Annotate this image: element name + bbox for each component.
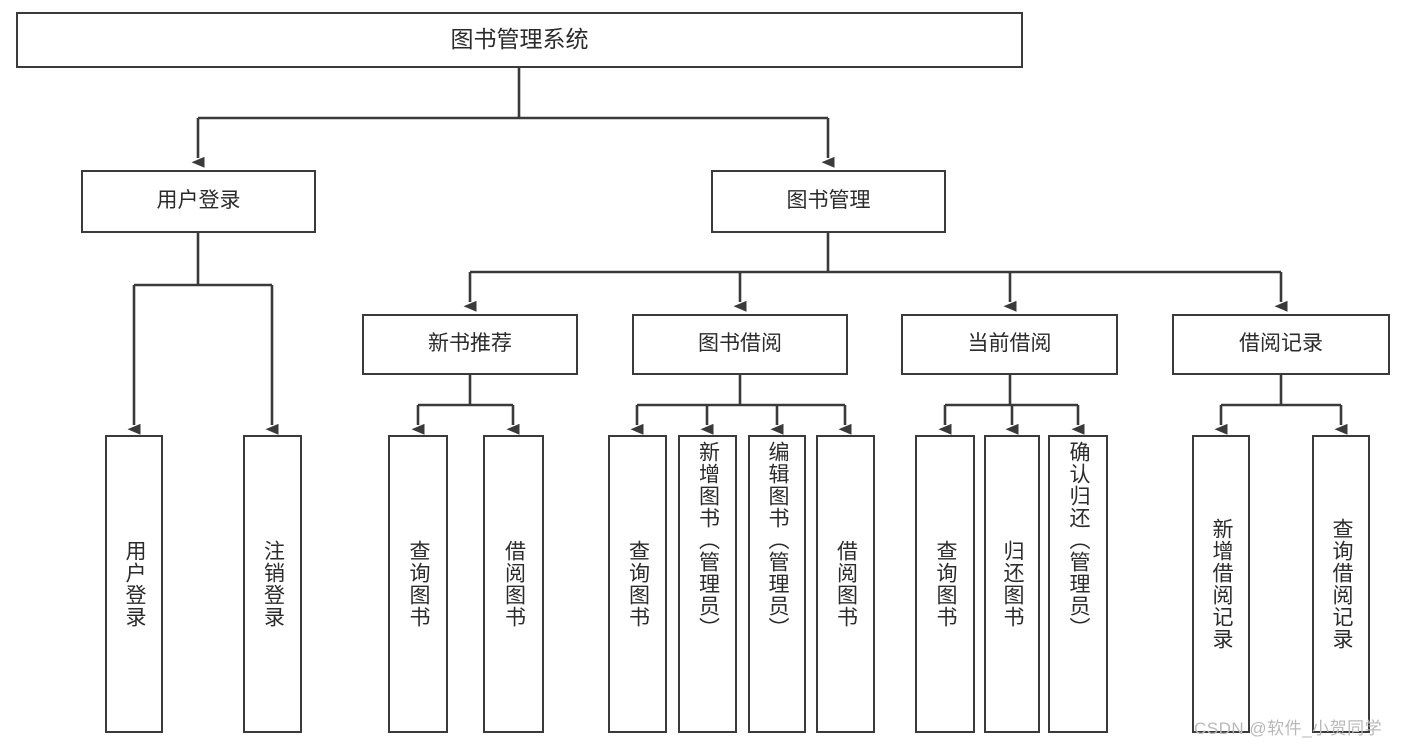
node-current-borrowing[interactable]: 当前借阅 bbox=[901, 314, 1118, 375]
node-label: 查询图书 bbox=[407, 540, 431, 628]
node-user-login[interactable]: 用户登录 bbox=[81, 170, 316, 233]
node-new-book-recommendation[interactable]: 新书推荐 bbox=[362, 314, 578, 375]
csdn-watermark: CSDN @软件_小贺同学 bbox=[1194, 719, 1383, 738]
node-label: 当前借阅 bbox=[967, 332, 1052, 356]
leaf-return-book[interactable]: 归还图书 bbox=[984, 435, 1040, 733]
node-label: 图书借阅 bbox=[698, 332, 782, 356]
leaf-add-book-admin[interactable]: 新增图书（管理员） bbox=[678, 435, 737, 733]
node-label: 新增图书（管理员） bbox=[696, 441, 720, 639]
node-label: 用户登录 bbox=[123, 540, 147, 628]
node-borrowing-records[interactable]: 借阅记录 bbox=[1172, 314, 1390, 375]
leaf-logout[interactable]: 注销登录 bbox=[243, 435, 302, 733]
node-label: 借阅图书 bbox=[834, 540, 858, 628]
leaf-borrow-book[interactable]: 借阅图书 bbox=[816, 435, 875, 733]
node-label: 新书推荐 bbox=[428, 332, 512, 356]
node-label: 用户登录 bbox=[156, 189, 241, 213]
leaf-confirm-return-admin[interactable]: 确认归还（管理员） bbox=[1048, 435, 1108, 733]
leaf-query-borrow-record[interactable]: 查询借阅记录 bbox=[1312, 435, 1370, 733]
node-label: 查询借阅记录 bbox=[1330, 518, 1354, 650]
node-label: 图书管理系统 bbox=[450, 26, 589, 53]
node-label: 查询图书 bbox=[934, 540, 958, 628]
node-root-library-system[interactable]: 图书管理系统 bbox=[16, 12, 1023, 68]
node-label: 图书管理 bbox=[786, 189, 871, 213]
node-label: 新增借阅记录 bbox=[1210, 518, 1234, 650]
node-label: 编辑图书（管理员） bbox=[766, 441, 790, 639]
leaf-query-book-recommend[interactable]: 查询图书 bbox=[388, 435, 448, 733]
node-label: 查询图书 bbox=[626, 540, 650, 628]
node-book-borrowing[interactable]: 图书借阅 bbox=[632, 314, 848, 375]
leaf-borrow-book-recommend[interactable]: 借阅图书 bbox=[483, 435, 544, 733]
leaf-query-book-current[interactable]: 查询图书 bbox=[915, 435, 975, 733]
node-label: 注销登录 bbox=[261, 540, 285, 628]
leaf-edit-book-admin[interactable]: 编辑图书（管理员） bbox=[748, 435, 806, 733]
node-label: 借阅图书 bbox=[502, 540, 526, 628]
leaf-add-borrow-record[interactable]: 新增借阅记录 bbox=[1192, 435, 1250, 733]
leaf-user-login[interactable]: 用户登录 bbox=[105, 435, 163, 733]
node-book-management[interactable]: 图书管理 bbox=[711, 170, 946, 233]
node-label: 借阅记录 bbox=[1239, 332, 1323, 356]
leaf-query-book-borrow[interactable]: 查询图书 bbox=[608, 435, 667, 733]
node-label: 归还图书 bbox=[1001, 540, 1025, 628]
node-label: 确认归还（管理员） bbox=[1067, 441, 1091, 639]
